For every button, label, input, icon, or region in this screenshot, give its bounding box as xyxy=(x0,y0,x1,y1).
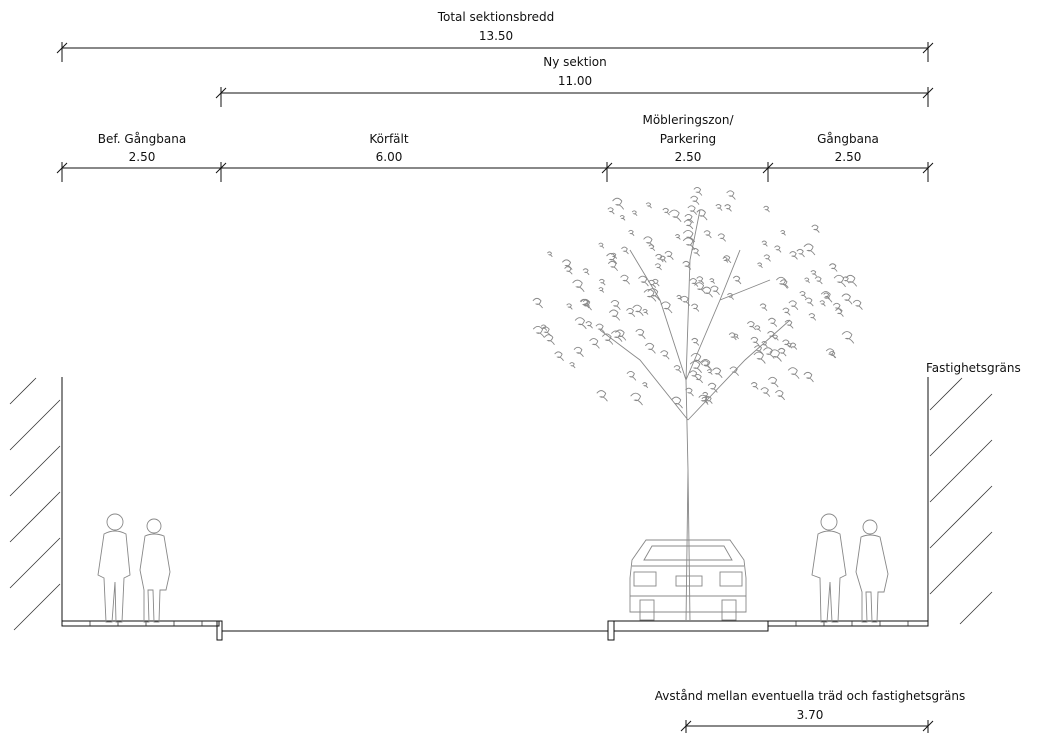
segment-label-sidewalk: Gångbana xyxy=(817,132,879,146)
segment-value-furnishing-zone: 2.50 xyxy=(675,150,702,164)
tree-icon xyxy=(532,187,863,623)
left-building-hatch xyxy=(9,377,63,631)
right-building-hatch: Fastighetsgräns xyxy=(926,361,1021,626)
new-section-label: Ny sektion xyxy=(543,55,606,69)
new-section-value: 11.00 xyxy=(558,74,592,88)
segment-value-sidewalk: 2.50 xyxy=(835,150,862,164)
dimension-total: Total sektionsbredd 13.50 xyxy=(56,10,934,62)
car-icon xyxy=(629,539,747,621)
segment-value-lane: 6.00 xyxy=(376,150,403,164)
segment-label-existing-sidewalk: Bef. Gångbana xyxy=(98,132,186,146)
pedestrian-pair-icon xyxy=(97,513,171,623)
dimension-new-section: Ny sektion 11.00 xyxy=(215,55,934,107)
street-profile xyxy=(61,620,929,641)
segment-label-furnishing-zone: Möbleringszon/ xyxy=(642,113,734,127)
tree-distance-label: Avstånd mellan eventuella träd och fasti… xyxy=(655,689,965,703)
dimension-tree-distance: Avstånd mellan eventuella träd och fasti… xyxy=(655,689,965,733)
segment-value-existing-sidewalk: 2.50 xyxy=(129,150,156,164)
property-line-label: Fastighetsgräns xyxy=(926,361,1021,375)
segment-label-parking: Parkering xyxy=(660,132,716,146)
dimension-segments: Bef. Gångbana 2.50 Körfält 6.00 Möblerin… xyxy=(56,113,934,182)
total-width-value: 13.50 xyxy=(479,29,513,43)
total-width-label: Total sektionsbredd xyxy=(437,10,555,24)
tree-distance-value: 3.70 xyxy=(797,708,824,722)
pedestrian-pair-icon xyxy=(811,513,889,623)
segment-label-lane: Körfält xyxy=(369,132,408,146)
